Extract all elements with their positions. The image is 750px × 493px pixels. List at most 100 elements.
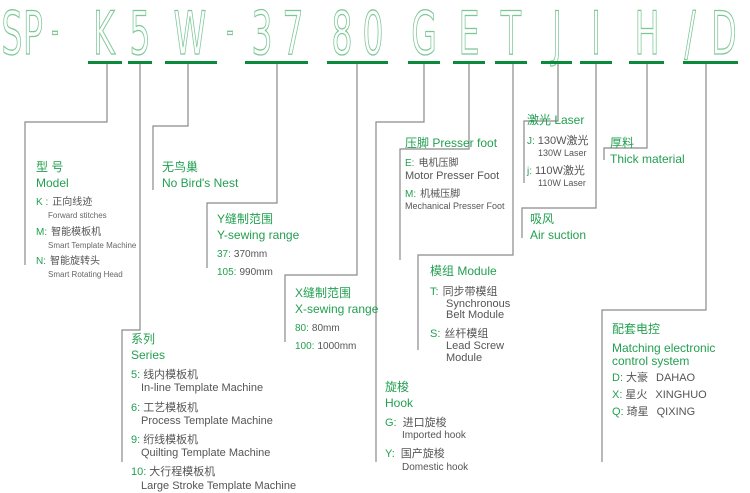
item-line: 6:工艺模板机 [131, 402, 296, 415]
code-char: P [23, 0, 43, 69]
item-cn: 工艺模板机 [143, 401, 199, 414]
item-value: 990mm [239, 267, 273, 279]
item-cn: 正向线迹 [52, 197, 93, 209]
code-char: S [2, 0, 23, 69]
y-range-group: Y缝制范围 Y-sewing range 37:370mm 105:990mm [217, 212, 299, 279]
item-cn: 智能模板机 [51, 226, 102, 238]
nest-group: 无鸟巢 No Bird's Nest [162, 160, 238, 191]
item-key: j: [527, 165, 532, 177]
code-char: G [411, 0, 437, 69]
control-group: 配套电控 Matching electronic control system … [612, 322, 715, 420]
item-cn: 电机压脚 [418, 157, 459, 169]
control-title-en-2: control system [612, 353, 690, 368]
control-title-en-1: Matching electronic [612, 340, 716, 355]
thick-title-en: Thick material [610, 151, 685, 166]
item-line: M:智能模板机 [36, 227, 136, 239]
item-en: Forward stitches [48, 211, 107, 221]
item-line: 9:绗线模板机 [131, 434, 296, 447]
item-key: 37: [217, 249, 231, 261]
item-cn: 线内模板机 [143, 369, 199, 382]
item-en: Domestic hook [402, 461, 469, 473]
presser-title: 压脚 Presser foot [405, 136, 498, 150]
item-en: Quilting Template Machine [141, 447, 271, 460]
item-cn: 110W激光 [535, 164, 585, 177]
item-line: T:同步带模组 [430, 286, 510, 299]
item-key: 105: [217, 267, 237, 279]
item-line: 5:线内模板机 [131, 369, 296, 382]
code-char: H [635, 0, 660, 69]
item-cn: 进口旋梭 [402, 417, 447, 430]
item-cn: 大豪 [626, 371, 648, 384]
item-en: DAHAO [656, 371, 696, 384]
item-key: 5: [131, 369, 141, 382]
item-en: In-line Template Machine [141, 382, 264, 395]
item-value: 80mm [311, 323, 340, 335]
list-item: K :正向线迹 Forward stitches [36, 197, 136, 221]
list-item: 105:990mm [217, 267, 299, 279]
item-cn: 130W激光 [537, 134, 589, 147]
item-cn: 大行程模板机 [149, 466, 216, 479]
item-cn: 星火 [625, 389, 648, 402]
code-char: 5 [130, 0, 151, 69]
item-line: E:电机压脚 [405, 158, 505, 170]
item-key: Q: [612, 406, 624, 419]
item-key: M: [36, 226, 48, 238]
item-key: 100: [295, 341, 315, 353]
item-en: Mechanical Presser Foot [405, 200, 505, 211]
y-range-title-en: Y-sewing range [217, 227, 300, 242]
code-char: I [591, 0, 601, 69]
air-title-cn: 吸风 [530, 212, 555, 226]
item-value: 1000mm [317, 341, 357, 353]
item-key: 6: [131, 401, 141, 414]
item-key: 9: [131, 433, 141, 446]
list-item: 80:80mm [295, 323, 378, 335]
item-key: M: [405, 188, 417, 200]
item-en-2: Belt Module [446, 309, 505, 322]
item-key: 10: [131, 466, 147, 479]
list-item: 100:1000mm [295, 341, 378, 353]
code-char: K [93, 0, 115, 69]
item-line: M:机械压脚 [405, 189, 505, 201]
item-cn: 智能旋转头 [50, 256, 100, 268]
code-char: - [51, 9, 58, 55]
item-key: E: [405, 157, 415, 169]
item-line: K :正向线迹 [36, 197, 136, 209]
thick-group: 厚料 Thick material [610, 136, 685, 167]
hook-title-cn: 旋梭 [385, 380, 410, 394]
x-range-title-en: X-sewing range [295, 301, 379, 316]
item-en: Process Template Machine [141, 414, 273, 427]
code-char: J [550, 0, 562, 69]
item-key: N: [36, 256, 46, 268]
item-en: Imported hook [402, 430, 466, 442]
item-line: J:130W激光 [527, 135, 589, 148]
item-value: 370mm [233, 249, 268, 261]
item-en: Large Stroke Template Machine [141, 479, 297, 492]
code-char: 0 [363, 0, 384, 69]
item-en: 130W Laser [538, 147, 587, 158]
laser-title: 激光 Laser [527, 113, 585, 127]
item-line: S:丝杆模组 [430, 328, 510, 341]
item-key: S: [430, 327, 441, 340]
list-item: 37:370mm [217, 249, 299, 261]
model-title-cn: 型 号 [36, 160, 64, 174]
item-key: K : [36, 197, 49, 209]
underline-bars [88, 61, 738, 64]
item-key: T: [430, 285, 439, 298]
y-range-title-cn: Y缝制范围 [217, 212, 274, 226]
item-key: X: [612, 389, 623, 402]
